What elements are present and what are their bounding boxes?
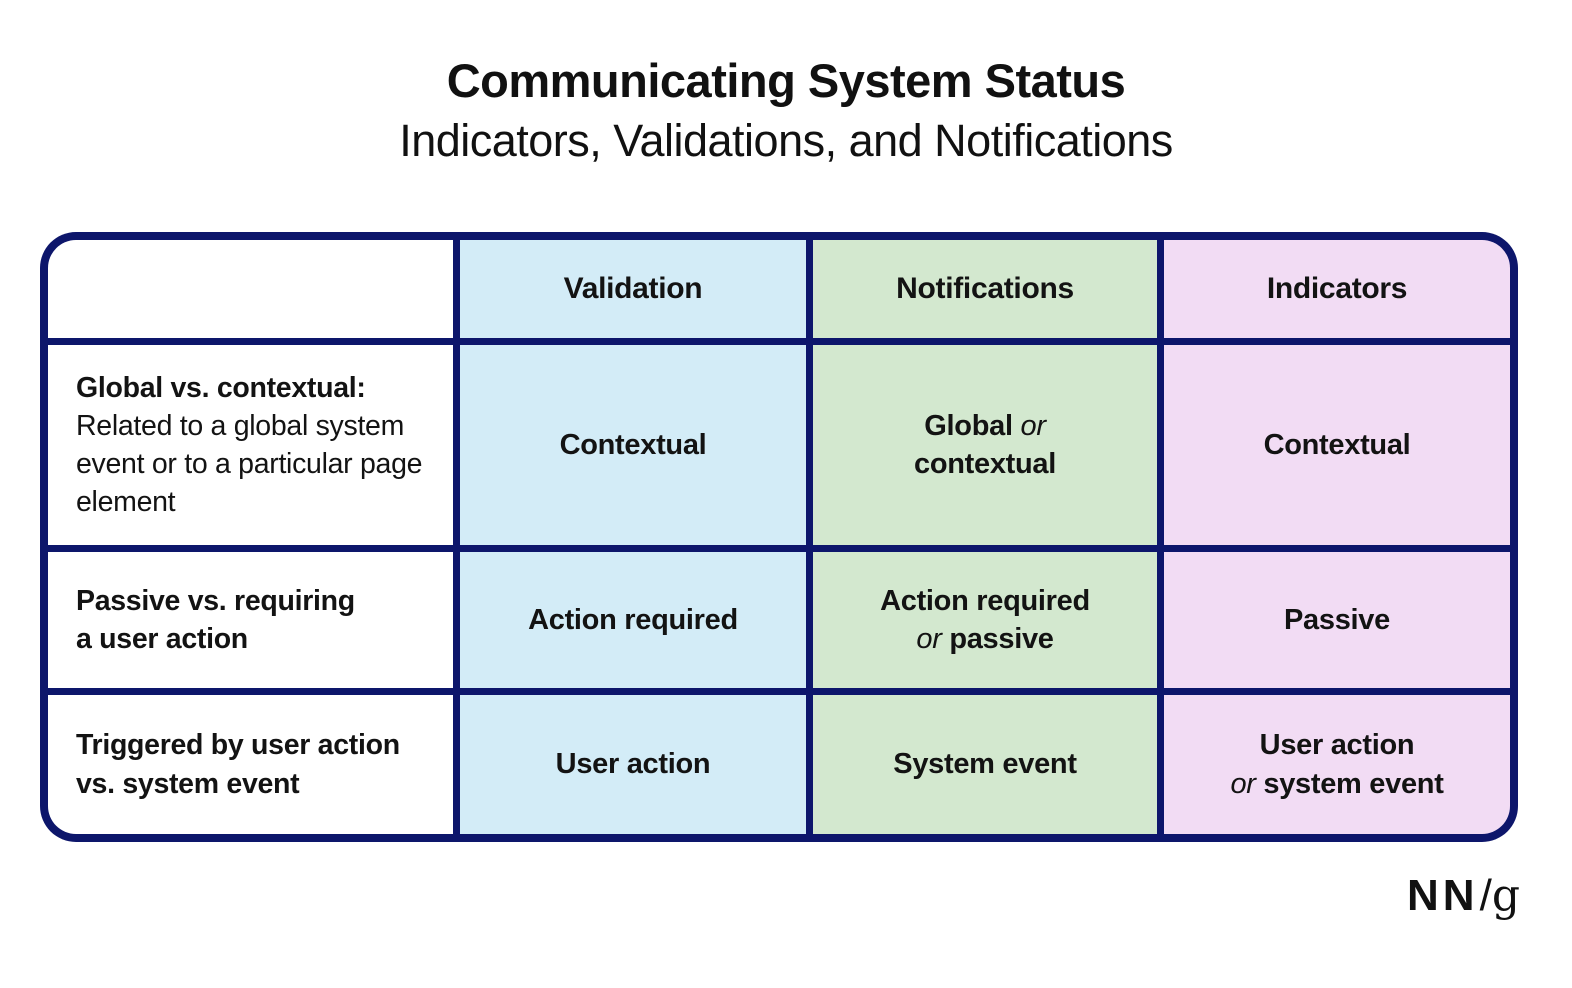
comparison-table: Validation Notifications Indicators Glob… <box>40 232 1518 842</box>
cell-value-bold: contextual <box>913 448 1057 480</box>
cell-notifications-trigger: System event <box>813 695 1157 834</box>
page-title: Communicating System Status <box>446 54 1126 107</box>
cell-value: Passive <box>1284 603 1390 636</box>
nng-logo-slash: / <box>1479 871 1492 920</box>
cell-value-bold: passive <box>949 623 1054 655</box>
nng-logo-nn: NN <box>1407 871 1479 920</box>
cell-value-or: or <box>1230 767 1256 800</box>
header-cell-notifications: Notifications <box>813 240 1157 338</box>
cell-validation-passive: Action required <box>460 552 806 688</box>
column-header-label: Indicators <box>1266 272 1408 305</box>
row-label-trigger: Triggered by user action vs. system even… <box>48 695 453 834</box>
cell-notifications-passive: Action required or passive <box>813 552 1157 688</box>
nng-logo-g: g <box>1491 870 1520 921</box>
cell-indicators-global: Contextual <box>1164 345 1510 545</box>
header-cell-indicators: Indicators <box>1164 240 1510 338</box>
cell-value-bold: system event <box>1263 767 1444 800</box>
header-cell-empty <box>48 240 453 338</box>
cell-value-or: or <box>916 623 942 655</box>
cell-value: Action required or passive <box>880 582 1090 659</box>
cell-value: Action required <box>528 603 738 636</box>
row-label-bold: Global vs. contextual: <box>76 371 366 404</box>
cell-value-bold: User action <box>1259 729 1415 762</box>
row-label-bold: a user action <box>76 623 248 655</box>
nng-logo: NN/g <box>1407 870 1520 921</box>
page-subtitle: Indicators, Validations, and Notificatio… <box>399 115 1173 166</box>
cell-indicators-passive: Passive <box>1164 552 1510 688</box>
row-label-bold: vs. system event <box>76 767 300 800</box>
row-label-passive-vs-action: Passive vs. requiring a user action <box>48 552 453 688</box>
cell-value: User action <box>555 748 711 781</box>
cell-validation-global: Contextual <box>460 345 806 545</box>
row-label-bold: Triggered by user action <box>76 729 400 762</box>
cell-value: Contextual <box>559 428 707 461</box>
cell-value-bold: Global <box>924 409 1013 442</box>
row-label-global-vs-contextual: Global vs. contextual: Related to a glob… <box>48 345 453 545</box>
column-header-label: Notifications <box>896 272 1074 305</box>
cell-value: Global or contextual <box>914 407 1056 484</box>
cell-validation-trigger: User action <box>460 695 806 834</box>
row-label-bold: Passive vs. requiring <box>76 584 355 617</box>
cell-value-or: or <box>1020 409 1046 442</box>
cell-value: Contextual <box>1263 428 1411 461</box>
cell-notifications-global: Global or contextual <box>813 345 1157 545</box>
header-cell-validation: Validation <box>460 240 806 338</box>
column-header-label: Validation <box>563 272 703 305</box>
cell-value-bold: Action required <box>880 584 1090 617</box>
row-label-text: Related to a global system event or to a… <box>76 409 423 519</box>
cell-value: System event <box>893 748 1077 781</box>
